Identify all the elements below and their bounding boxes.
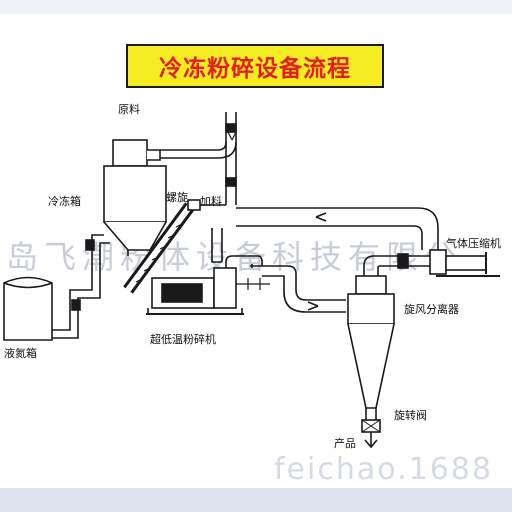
- screw-conveyor: [123, 199, 201, 294]
- label-raw-material: 原料: [118, 103, 140, 116]
- outlet-pipe: [225, 255, 346, 313]
- label-cyclone: 旋风分离器: [404, 303, 459, 316]
- diagram-title: 冷冻粉碎设备流程: [159, 56, 351, 82]
- top-vertical-pipe: [160, 112, 237, 205]
- title-box: 冷冻粉碎设备流程: [126, 44, 384, 88]
- ln2-pipe: [52, 234, 110, 339]
- label-product: 产品: [334, 437, 356, 450]
- top-band: [0, 0, 512, 14]
- cyclone-separator: [347, 275, 395, 420]
- ultra-low-temp-mill: [146, 267, 270, 315]
- label-liquid-nitrogen-tank: 液氮箱: [4, 347, 37, 360]
- freezer-box: [103, 165, 167, 256]
- label-feed: 加料: [200, 195, 222, 208]
- label-rotary-valve: 旋转阀: [394, 409, 427, 422]
- label-freezer-box: 冷冻箱: [48, 195, 81, 208]
- label-screw: 螺旋: [166, 191, 188, 204]
- rotary-valve: [361, 419, 381, 449]
- cyclone-to-compressor: [363, 253, 430, 276]
- gas-compressor: [429, 249, 500, 277]
- bottom-band: [0, 488, 512, 512]
- raw-material-hopper: [112, 139, 161, 167]
- return-pipe: [236, 207, 439, 250]
- watermark-corner: feichao.1688: [274, 452, 493, 487]
- label-gas-compressor: 气体压缩机: [446, 237, 501, 250]
- label-ultra-low-temp-mill: 超低温粉碎机: [150, 333, 216, 346]
- feed-line: [200, 204, 226, 263]
- liquid-nitrogen-tank: [3, 276, 53, 341]
- flow-arrow: [227, 131, 237, 141]
